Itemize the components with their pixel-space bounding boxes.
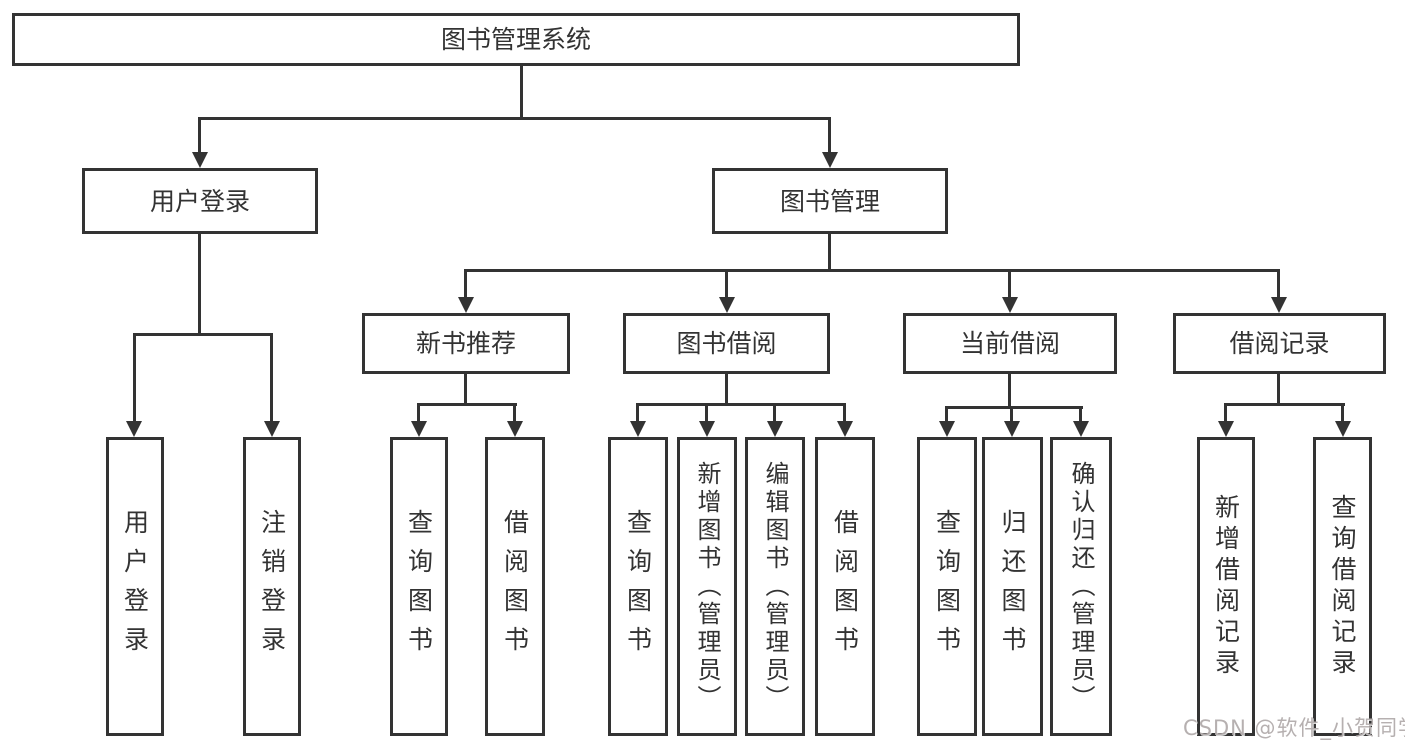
leaf-borrow-books: 借阅图书 [815,437,875,736]
connector-line [843,403,846,423]
connector-line [636,403,639,423]
node-label: 编辑图书（管理员） [761,460,789,713]
node-label: 用户登录 [149,186,250,216]
node-label: 图书管理系统 [440,25,591,54]
connector-line [773,403,776,423]
connector-line [520,66,523,118]
node-label: 查询图书 [623,508,653,665]
connector-line [1341,403,1344,423]
connector-line [198,117,831,120]
connector-arrowhead [939,421,955,437]
connector-line [464,371,467,406]
connector-arrowhead [1218,421,1234,437]
connector-arrowhead [411,421,427,437]
connector-arrowhead [458,297,474,313]
connector-arrowhead [507,421,523,437]
connector-arrowhead [192,152,208,168]
leaf-add-book-admin: 新增图书（管理员） [677,437,737,736]
leaf-query-books: 查询图书 [608,437,668,736]
node-label: 注销登录 [257,508,287,665]
connector-arrowhead [264,421,280,437]
node-label: 新增借阅记录 [1211,493,1241,680]
node-library-management-system: 图书管理系统 [12,13,1020,66]
connector-arrowhead [719,297,735,313]
node-user-login: 用户登录 [82,168,318,234]
connector-line [133,333,273,336]
leaf-return-books: 归还图书 [982,437,1043,736]
connector-arrowhead [126,421,142,437]
connector-line [417,403,517,406]
leaf-logout: 注销登录 [243,437,301,736]
node-new-book-recommendation: 新书推荐 [362,313,570,374]
connector-arrowhead [767,421,783,437]
connector-line [1277,269,1280,299]
connector-arrowhead [1002,297,1018,313]
node-book-management: 图书管理 [712,168,948,234]
node-label: 新书推荐 [415,329,516,358]
leaf-add-borrow-record: 新增借阅记录 [1197,437,1255,736]
connector-line [133,333,136,421]
connector-line [1008,371,1011,409]
connector-line [828,117,831,154]
node-label: 借阅记录 [1229,329,1330,358]
connector-arrowhead [1004,421,1020,437]
node-label: 归还图书 [998,508,1027,665]
node-label: 查询借阅记录 [1328,493,1357,680]
connector-arrowhead [1271,297,1287,313]
connector-line [705,403,708,423]
leaf-edit-book-admin: 编辑图书（管理员） [745,437,805,736]
connector-line [1008,269,1011,299]
connector-line [725,269,728,299]
connector-line [636,403,846,406]
connector-line [198,232,201,336]
csdn-watermark: CSDN @软件_小贺同学 [1183,716,1405,740]
node-book-borrowing: 图书借阅 [623,313,830,374]
node-label: 借阅图书 [830,508,860,665]
node-borrowing-records: 借阅记录 [1173,313,1386,374]
connector-line [1079,406,1082,423]
connector-line [1277,371,1280,406]
connector-line [465,269,1280,272]
connector-arrowhead [837,421,853,437]
connector-arrowhead [1073,421,1089,437]
connector-line [270,333,273,421]
connector-line [513,403,516,423]
connector-line [945,406,1083,409]
connector-arrowhead [699,421,715,437]
leaf-query-books: 查询图书 [917,437,977,736]
node-label: 新增图书（管理员） [693,460,721,713]
connector-line [1224,403,1345,406]
connector-arrowhead [822,152,838,168]
node-label: 确认归还（管理员） [1067,460,1095,713]
node-label: 图书管理 [779,186,880,216]
connector-arrowhead [1335,421,1351,437]
leaf-borrow-books: 借阅图书 [485,437,545,736]
connector-line [464,269,467,299]
connector-arrowhead [630,421,646,437]
connector-line [1224,403,1227,423]
leaf-user-login: 用户登录 [106,437,164,736]
connector-line [1010,406,1013,423]
node-label: 当前借阅 [959,329,1060,358]
node-label: 用户登录 [120,508,150,665]
connector-line [198,117,201,154]
node-label: 查询图书 [404,508,434,665]
node-label: 查询图书 [932,508,962,665]
connector-line [828,232,831,272]
node-current-borrowing: 当前借阅 [903,313,1117,374]
leaf-query-books: 查询图书 [390,437,448,736]
connector-line [725,371,728,406]
node-label: 借阅图书 [500,508,530,665]
connector-line [945,406,948,423]
connector-line [417,403,420,423]
leaf-confirm-return-admin: 确认归还（管理员） [1050,437,1112,736]
node-label: 图书借阅 [676,329,777,358]
leaf-query-borrow-record: 查询借阅记录 [1313,437,1372,736]
